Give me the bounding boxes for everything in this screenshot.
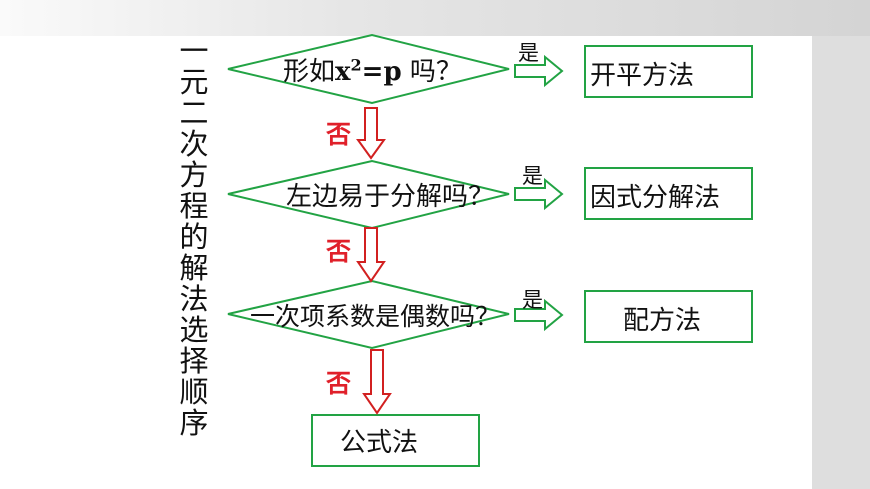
decision-text-3: 一次项系数是偶数吗？ (250, 302, 501, 331)
yes-label-2: 是 (522, 164, 543, 188)
title-char: 方 (179, 158, 209, 192)
result-box-3 (584, 290, 753, 343)
no-arrow-2 (356, 227, 386, 283)
no-arrow-1 (356, 107, 386, 160)
title-char: 程 (179, 189, 209, 223)
title-char: 元 (179, 65, 209, 99)
result-box-1 (584, 45, 753, 98)
yes-arrow-3 (514, 298, 564, 332)
title-char: 的 (179, 220, 209, 254)
result-box-2 (584, 167, 753, 220)
no-arrow-3 (362, 349, 392, 415)
header-bar (0, 0, 870, 36)
side-bar (812, 36, 870, 489)
yes-arrow-2 (514, 177, 564, 211)
result-text-3: 配方法 (623, 306, 702, 336)
yes-arrow-1 (514, 54, 564, 88)
decision-text-2: 左边易于分解吗？ (286, 182, 495, 212)
result-text-4: 公式法 (340, 428, 419, 458)
title-char: 次 (179, 127, 209, 161)
title-char: 二 (179, 96, 209, 130)
result-box-4 (311, 414, 480, 467)
result-text-1: 开平方法 (590, 61, 695, 91)
title-char: 选 (179, 313, 209, 347)
decision-diamond-2 (227, 159, 510, 230)
decision-diamond-1 (227, 33, 510, 105)
no-label-2: 否 (326, 237, 352, 266)
yes-label-1: 是 (518, 41, 539, 65)
decision-text-1: 形如x2=p 吗？ (283, 55, 462, 87)
title-char: 一 (179, 34, 209, 68)
title-char: 法 (179, 282, 209, 316)
result-text-2: 因式分解法 (590, 183, 721, 213)
yes-label-3: 是 (522, 288, 543, 312)
no-label-1: 否 (326, 120, 352, 149)
decision-diamond-3 (227, 279, 510, 350)
title-char: 序 (179, 406, 209, 440)
no-label-3: 否 (326, 369, 352, 398)
title-char: 解 (179, 251, 209, 285)
title-char: 顺 (179, 375, 209, 409)
title-char: 择 (179, 344, 209, 378)
vertical-title: 一元二次方程的解法选择顺序 (174, 36, 214, 439)
